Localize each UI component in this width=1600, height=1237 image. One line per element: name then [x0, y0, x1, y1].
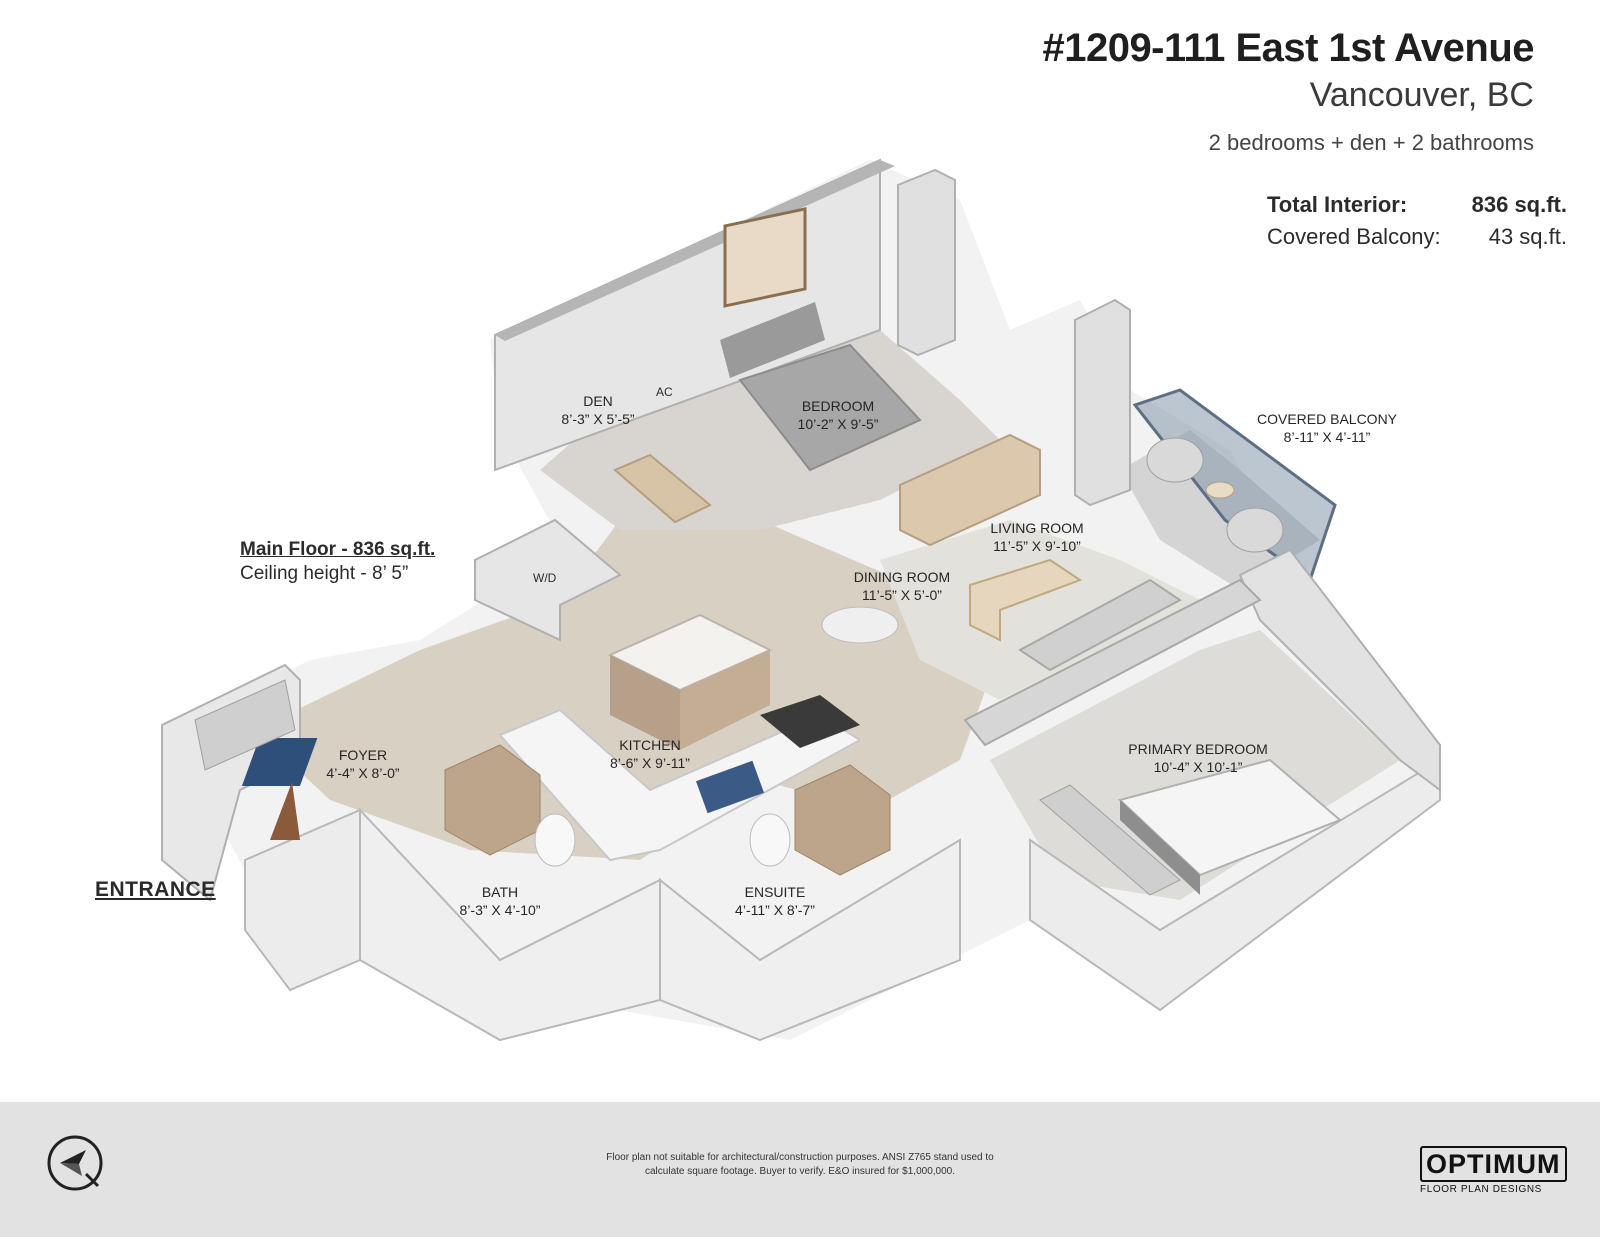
- compass-north-icon: [46, 1134, 108, 1201]
- room-name: LIVING ROOM: [990, 520, 1084, 536]
- wall-wd-closet: [474, 518, 622, 642]
- wall-art: [723, 207, 807, 308]
- room-dimensions: 4’-4” X 8’-0”: [326, 765, 400, 781]
- logo-sub-text: FLOOR PLAN DESIGNS: [1420, 1184, 1542, 1195]
- room-name: FOYER: [338, 747, 388, 763]
- primary-closet: [1039, 784, 1181, 896]
- bath-toilet: [534, 813, 576, 867]
- wall-front-right: [1029, 758, 1441, 1012]
- room-name: DINING ROOM: [853, 569, 951, 585]
- room-dimensions: 11’-5” X 9’-10”: [993, 538, 1081, 554]
- room-label-dining-room: DINING ROOM 11’-5” X 5’-0”: [854, 568, 950, 604]
- room-dimensions: 10’-2” X 9’-5”: [797, 416, 879, 432]
- fridge-top: [760, 695, 860, 748]
- room-name: DEN: [583, 393, 613, 409]
- floor-title: Main Floor - 836 sq.ft.: [240, 539, 436, 560]
- coffee-table: [969, 558, 1083, 642]
- room-label-primary-bedroom: PRIMARY BEDROOM 10’-4” X 10’-1”: [1128, 740, 1268, 776]
- room-name: BATH: [481, 884, 519, 900]
- kitchen-island-side: [610, 655, 680, 750]
- primary-bed-side: [1120, 800, 1200, 895]
- room-name: BEDROOM: [801, 398, 875, 414]
- bed-headboard: [720, 302, 825, 378]
- balcony-glass: [1132, 388, 1337, 583]
- room-label-ensuite: ENSUITE 4’-11” X 8’-7”: [735, 883, 815, 919]
- balcony-chair-2: [1226, 507, 1284, 553]
- covered-balcony-label: Covered Balcony:: [1267, 224, 1441, 249]
- logo-main-text: OPTIMUM: [1420, 1146, 1567, 1182]
- optimum-logo: OPTIMUM FLOOR PLAN DESIGNS: [1420, 1146, 1568, 1195]
- room-name: KITCHEN: [619, 737, 681, 753]
- wall-front-left: [244, 808, 361, 992]
- wall-column: [897, 168, 956, 357]
- wall-column-2: [1074, 298, 1131, 507]
- room-dimensions: 11’-5” X 5’-0”: [862, 587, 942, 603]
- wall-back-top: [495, 160, 895, 341]
- wall-living-divider: [963, 578, 1262, 747]
- room-label-bath: BATH 8’-3” X 4’-10”: [460, 883, 541, 919]
- room-dimensions: 8’-3” X 4’-10”: [459, 902, 541, 918]
- room-dimensions: 8’-11” X 4’-11”: [1283, 429, 1371, 445]
- total-interior-label: Total Interior:: [1267, 192, 1408, 217]
- room-name: PRIMARY BEDROOM: [1128, 741, 1268, 757]
- foyer-closet: [194, 679, 296, 771]
- room-label-kitchen: KITCHEN 8’-6” X 9’-11”: [610, 736, 690, 772]
- washer-dryer-label: W/D: [533, 571, 557, 585]
- room-label-covered-balcony: COVERED BALCONY 8’-11” X 4’-11”: [1257, 410, 1397, 446]
- footer-bar: [0, 1102, 1600, 1237]
- covered-balcony-value: 43 sq.ft.: [1488, 224, 1567, 249]
- kitchen-island-front: [680, 650, 770, 750]
- disclaimer-line-2: calculate square footage. Buyer to verif…: [645, 1166, 955, 1177]
- room-label-living-room: LIVING ROOM 11’-5” X 9’-10”: [990, 519, 1083, 555]
- dining-table: [821, 606, 899, 644]
- ceiling-height: Ceiling height - 8’ 5”: [240, 563, 409, 584]
- listing-city: Vancouver, BC: [1309, 76, 1534, 114]
- room-label-bedroom: BEDROOM 10’-2” X 9’-5”: [798, 397, 879, 433]
- room-label-foyer: FOYER 4’-4” X 8’-0”: [326, 746, 399, 782]
- bed: [738, 343, 922, 472]
- room-dimensions: 8’-6” X 9’-11”: [610, 755, 690, 771]
- cooktop: [241, 738, 318, 786]
- room-dimensions: 4’-11” X 8’-7”: [735, 902, 815, 918]
- ensuite-vanity: [794, 764, 891, 876]
- floor-info: Main Floor - 836 sq.ft. Ceiling height -…: [240, 538, 435, 586]
- room-label-den: DEN 8’-3” X 5’-5”: [561, 392, 634, 428]
- wall-right: [1238, 548, 1441, 792]
- room-dimensions: 8’-3” X 5’-5”: [561, 411, 635, 427]
- balcony-chair-1: [1146, 437, 1204, 483]
- sofa: [1018, 578, 1182, 672]
- ensuite-toilet: [749, 813, 791, 867]
- wall-front-ensuite: [659, 838, 961, 1042]
- desk: [613, 453, 712, 524]
- balcony-table: [1205, 481, 1235, 499]
- room-name: ENSUITE: [744, 884, 806, 900]
- entrance-door: [270, 782, 300, 840]
- listing-summary: 2 bedrooms + den + 2 bathrooms: [1208, 130, 1534, 155]
- listing-address: #1209-111 East 1st Avenue: [1042, 26, 1534, 70]
- entrance-label: ENTRANCE: [95, 878, 216, 901]
- total-interior-value: 836 sq.ft.: [1471, 192, 1567, 217]
- ac-label: AC: [656, 385, 673, 399]
- kitchen-sink: [695, 760, 765, 814]
- primary-bed: [1118, 758, 1342, 877]
- disclaimer: Floor plan not suitable for architectura…: [560, 1151, 1040, 1179]
- room-dimensions: 10’-4” X 10’-1”: [1153, 759, 1243, 775]
- dresser: [899, 433, 1041, 547]
- disclaimer-line-1: Floor plan not suitable for architectura…: [606, 1152, 994, 1163]
- room-name: COVERED BALCONY: [1256, 411, 1398, 427]
- floor-living: [880, 520, 1200, 700]
